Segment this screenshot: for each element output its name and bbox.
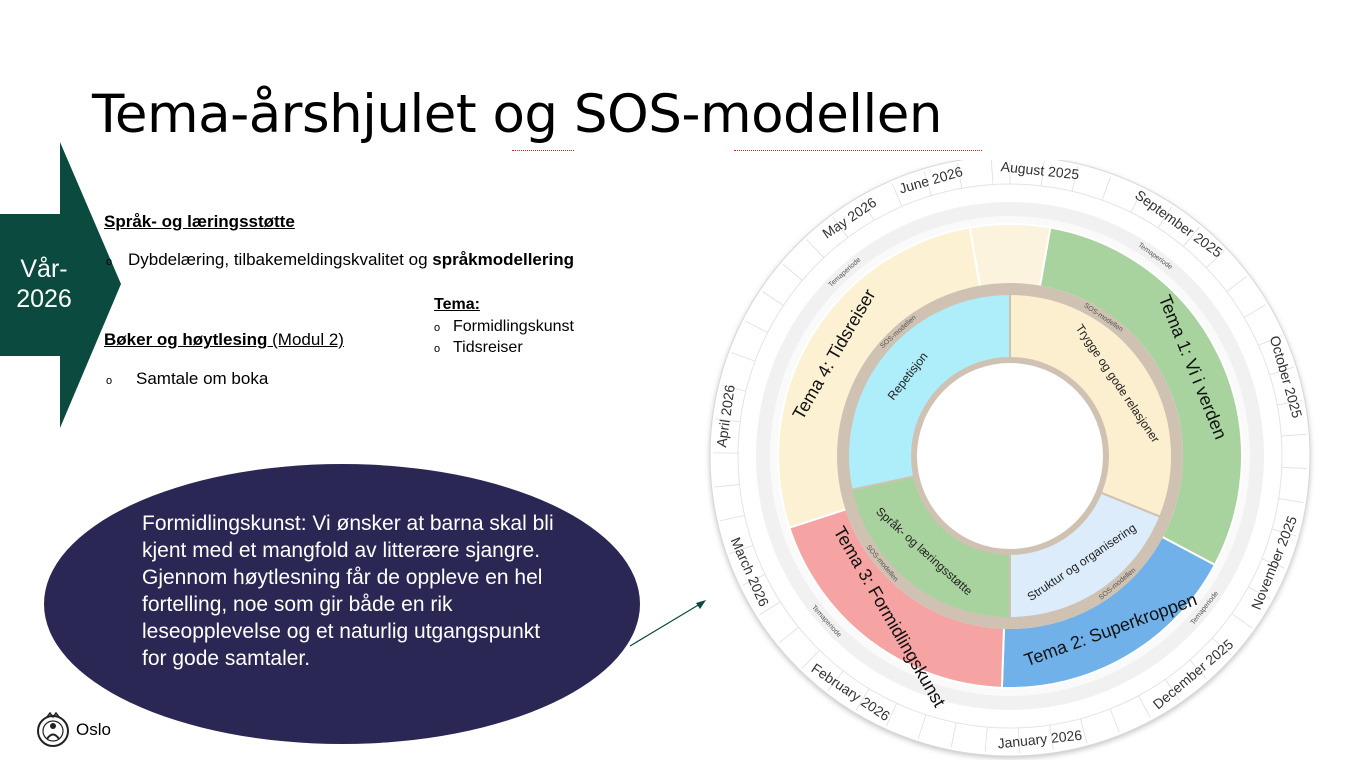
slide-title: Tema-årshjulet og SOS-modellen <box>92 84 942 145</box>
section2-heading-text: Bøker og høytlesing <box>104 330 268 349</box>
tema-item-text: Tidsreiser <box>453 339 523 356</box>
week-tick <box>1164 679 1180 701</box>
callout-oval <box>44 464 640 744</box>
week-tick <box>806 239 825 258</box>
arrow-shape <box>0 142 121 428</box>
week-tick <box>1281 466 1307 469</box>
bullet-mark: o <box>434 322 441 334</box>
week-tick <box>861 198 875 221</box>
callout-text: Formidlingskunst: Vi ønsker at barna ska… <box>142 512 554 670</box>
week-tick <box>886 703 898 727</box>
section2-heading-suffix: (Modul 2) <box>267 330 344 349</box>
week-tick <box>1049 725 1054 750</box>
week-tick <box>855 688 870 711</box>
week-tick <box>1211 637 1231 656</box>
sos-band <box>837 283 1183 629</box>
section2-bullet-text: Samtale om boka <box>136 369 269 388</box>
week-tick <box>1243 304 1266 318</box>
wheel-center <box>911 357 1109 555</box>
week-tick <box>917 714 927 739</box>
week-tick <box>1278 498 1304 503</box>
section2-bullet: o Samtale om boka <box>106 369 268 389</box>
section1-bullet: o Dybdelæring, tilbakemeldingskvalitet og… <box>106 250 574 270</box>
week-tick <box>950 722 957 748</box>
spellcheck-underline <box>734 150 982 151</box>
week-tick <box>721 384 746 392</box>
week-tick <box>984 727 988 752</box>
week-tick <box>1189 659 1207 680</box>
week-tick <box>923 171 932 196</box>
week-tick <box>720 514 745 522</box>
tema-item: o Tidsreiser <box>434 339 523 357</box>
week-tick <box>1183 226 1200 247</box>
bullet-mark: o <box>434 343 441 355</box>
week-tick <box>782 263 803 281</box>
week-tick <box>714 484 740 488</box>
week-tick <box>1271 528 1297 537</box>
week-tick <box>1130 189 1143 213</box>
oslo-logo-text: Oslo <box>76 720 111 739</box>
spellcheck-underline <box>512 150 574 151</box>
week-tick <box>1040 160 1045 186</box>
week-tick <box>729 545 754 555</box>
week-tick <box>1231 613 1253 629</box>
week-tick <box>1101 176 1111 201</box>
tema-item: o Formidlingskunst <box>434 318 574 336</box>
week-tick <box>1109 708 1120 733</box>
week-tick <box>990 160 994 185</box>
section1-bullet-plain: Dybdelæring, tilbakemeldingskvalitet og <box>128 250 433 269</box>
outer-dial-edge <box>709 160 1311 757</box>
bullet-mark: o <box>106 256 113 268</box>
week-tick <box>731 352 756 362</box>
tema-item-text: Formidlingskunst <box>453 318 574 335</box>
week-tick <box>801 650 820 669</box>
week-tick <box>745 320 768 333</box>
theme-segment-gap <box>968 223 1052 288</box>
oslo-logo-icon <box>37 712 69 747</box>
week-tick <box>1071 166 1079 192</box>
callout-oval-layer <box>44 464 706 744</box>
week-tick <box>957 163 963 189</box>
connector-line <box>629 603 701 647</box>
week-tick <box>742 574 766 586</box>
week-tick <box>778 626 799 644</box>
section2-heading: Bøker og høytlesing (Modul 2) <box>104 330 344 350</box>
week-tick <box>1248 586 1271 600</box>
week-tick <box>1138 695 1151 718</box>
week-tick <box>827 670 844 691</box>
week-tick <box>1261 558 1286 569</box>
week-tick <box>1206 250 1225 269</box>
week-tick <box>891 183 903 207</box>
week-tick <box>759 601 781 616</box>
section1-bullet-bold: språkmodellering <box>432 250 574 269</box>
week-tick <box>1157 206 1173 229</box>
arrow-label-text: Vår- 2026 <box>16 255 72 313</box>
section1-heading: Språk- og læringsstøtte <box>104 212 295 232</box>
week-tick <box>832 217 849 238</box>
tema-heading: Tema: <box>434 296 480 313</box>
connector-arrowhead <box>696 600 706 609</box>
week-tick <box>762 291 784 306</box>
week-tick <box>1258 334 1282 346</box>
arrow-label: Vår- 2026 <box>0 254 88 314</box>
week-tick <box>1269 366 1294 376</box>
week-tick <box>1277 399 1302 406</box>
section1-heading-text: Språk- og læringsstøtte <box>104 212 295 231</box>
week-tick <box>1080 718 1088 743</box>
week-tick <box>1226 276 1247 292</box>
bullet-mark: o <box>106 375 113 387</box>
week-tick <box>1018 727 1020 753</box>
week-tick <box>1281 433 1307 437</box>
week-tick <box>715 418 741 423</box>
